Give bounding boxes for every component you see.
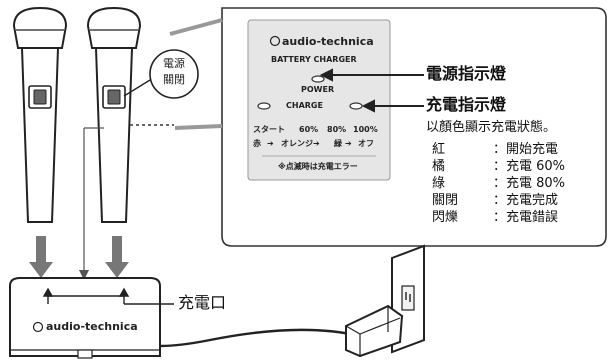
power-switch-leader [123, 79, 151, 97]
power-label: POWER [301, 85, 335, 94]
progress-60: 60% [299, 125, 319, 134]
power-switch-label-line1: 電源 [163, 57, 185, 70]
status-color-green: 綠 [432, 176, 446, 191]
color-off: オフ [358, 139, 374, 148]
color-arrow-2: ➔ [345, 139, 352, 148]
status-color-orange: 橘 [432, 159, 446, 174]
panel-title: BATTERY CHARGER [271, 55, 357, 64]
power-cable [159, 328, 367, 348]
ac-adapter [345, 304, 404, 358]
panel-brand: audio-technica [282, 35, 374, 48]
panel-note: ※点滅時は充電エラー [278, 162, 358, 171]
charge-indicator-description: 以顏色顯示充電狀態。 [426, 120, 557, 135]
base-brand: audio-technica [46, 320, 138, 333]
power-switch-label-line2: 關閉 [163, 73, 185, 86]
status-meaning-off: ：充電完成 [493, 193, 559, 208]
brand-logo-icon [269, 35, 281, 47]
status-meaning-red: ：開始充電 [493, 142, 559, 157]
charge-port-label: 充電口 [178, 293, 227, 312]
charge-led-left-icon [257, 102, 271, 110]
color-red: 赤 [253, 139, 261, 148]
charge-label: CHARGE [286, 101, 323, 110]
progress-100: 100% [353, 125, 378, 134]
power-led-icon [311, 75, 325, 83]
microphone-right [86, 6, 142, 223]
microphone-left [12, 6, 68, 223]
color-orange: オレンジ➔ [281, 139, 320, 148]
base-brand-logo-icon [32, 321, 44, 333]
charge-slot-markers [42, 287, 130, 304]
charger-panel [247, 19, 391, 181]
charger-base [9, 277, 161, 359]
progress-start: スタート [253, 125, 285, 134]
status-meaning-green: ：充電 80% [493, 176, 566, 191]
status-color-blink: 閃爍 [432, 210, 459, 225]
indicator-arrows [319, 68, 424, 113]
status-color-red: 紅 [432, 142, 446, 157]
insert-arrows [29, 236, 129, 278]
color-arrow-1: ➔ [267, 139, 274, 148]
status-meaning-blink: ：充電錯誤 [493, 210, 559, 225]
charge-indicator-label: 充電指示燈 [426, 95, 507, 114]
power-indicator-label: 電源指示燈 [426, 64, 507, 83]
status-meaning-orange: ：充電 60% [493, 159, 566, 174]
power-switch-callout-circle [149, 49, 199, 99]
progress-80: 80% [327, 125, 347, 134]
callout-leader-lines [169, 18, 223, 130]
guide-arrow [79, 127, 104, 280]
color-green: 緑 [334, 139, 342, 148]
charge-led-right-icon [349, 102, 363, 110]
status-color-off: 關閉 [432, 193, 459, 208]
